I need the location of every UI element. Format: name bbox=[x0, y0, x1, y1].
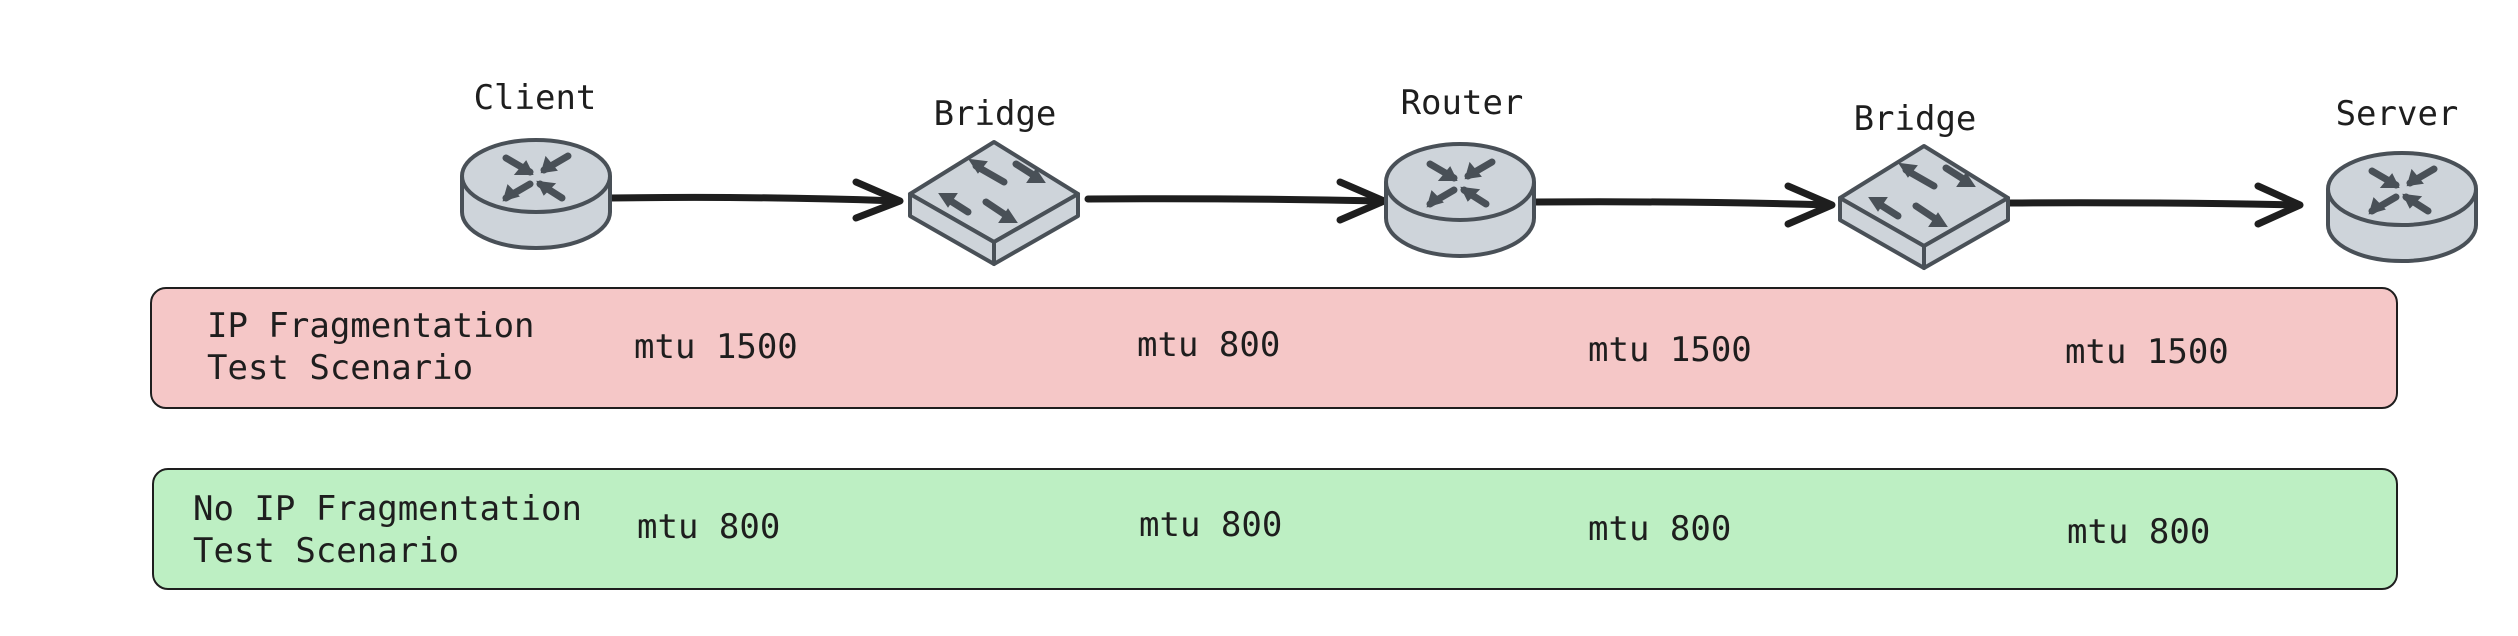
arrow-bridge-to-server bbox=[2006, 182, 2304, 228]
fragmentation-mtu-bridge-router: mtu 800 bbox=[1137, 325, 1281, 365]
no-fragmentation-mtu-bridge-router: mtu 800 bbox=[1139, 505, 1283, 545]
node-label-server: Server bbox=[2335, 94, 2459, 134]
router-icon bbox=[460, 138, 612, 250]
router-icon bbox=[2326, 151, 2478, 263]
connection-arrows bbox=[606, 178, 2304, 228]
router-icon bbox=[1384, 142, 1536, 258]
switch-icon bbox=[908, 140, 1080, 266]
no-fragmentation-mtu-bridge-server: mtu 800 bbox=[2067, 512, 2211, 552]
fragmentation-scenario-title: IP Fragmentation Test Scenario bbox=[207, 306, 535, 388]
node-label-bridge-2: Bridge bbox=[1853, 99, 1977, 139]
fragmentation-mtu-router-bridge: mtu 1500 bbox=[1588, 330, 1752, 370]
arrow-router-to-bridge bbox=[1531, 182, 1836, 228]
node-label-bridge-1: Bridge bbox=[933, 94, 1057, 134]
no-fragmentation-scenario-title: No IP Fragmentation Test Scenario bbox=[193, 489, 582, 571]
fragmentation-mtu-bridge-server: mtu 1500 bbox=[2065, 332, 2229, 372]
arrow-client-to-bridge bbox=[606, 178, 904, 222]
node-label-router: Router bbox=[1400, 83, 1524, 123]
fragmentation-mtu-client-bridge: mtu 1500 bbox=[634, 327, 798, 367]
no-fragmentation-mtu-router-bridge: mtu 800 bbox=[1588, 509, 1732, 549]
fragmentation-scenario-band bbox=[150, 287, 2398, 409]
arrow-bridge-to-router bbox=[1084, 178, 1388, 224]
switch-icon bbox=[1838, 144, 2010, 270]
no-fragmentation-scenario-band bbox=[152, 468, 2398, 590]
no-fragmentation-mtu-client-bridge: mtu 800 bbox=[637, 507, 781, 547]
node-label-client: Client bbox=[473, 78, 597, 118]
